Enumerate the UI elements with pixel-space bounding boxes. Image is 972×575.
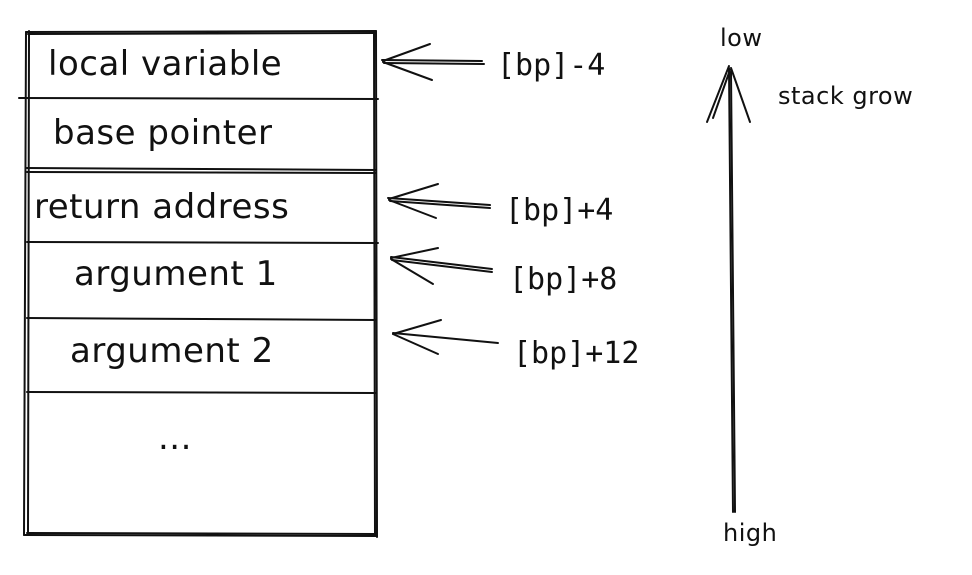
cell-argument-1: argument 1 [74, 254, 278, 294]
direction-high-label: high [723, 519, 778, 547]
stack-box-outline [23, 30, 378, 538]
cell-ellipsis: ... [158, 418, 192, 458]
cell-return-address: return address [34, 187, 290, 227]
cell-base-pointer: base pointer [53, 113, 273, 153]
pointer-arrow-bp-plus-4 [387, 183, 491, 219]
stack-grow-arrow [706, 65, 751, 513]
pointer-label-bp-plus-4: [bp]+4 [505, 193, 614, 228]
direction-low-label: low [720, 24, 763, 52]
cell-argument-2: argument 2 [70, 331, 274, 371]
stack-cell-dividers [18, 97, 379, 394]
pointer-label-bp-plus-8: [bp]+8 [509, 262, 618, 297]
pointer-arrow-bp-plus-8 [390, 247, 493, 285]
pointer-arrow-bp-plus-12 [392, 319, 499, 355]
pointer-label-bp-plus-12: [bp]+12 [513, 336, 640, 371]
direction-caption: stack grow [778, 82, 914, 110]
pointer-arrow-bp-minus-4 [381, 43, 485, 81]
pointer-label-bp-minus-4: [bp]-4 [497, 48, 606, 83]
cell-local-variable: local variable [48, 44, 283, 84]
